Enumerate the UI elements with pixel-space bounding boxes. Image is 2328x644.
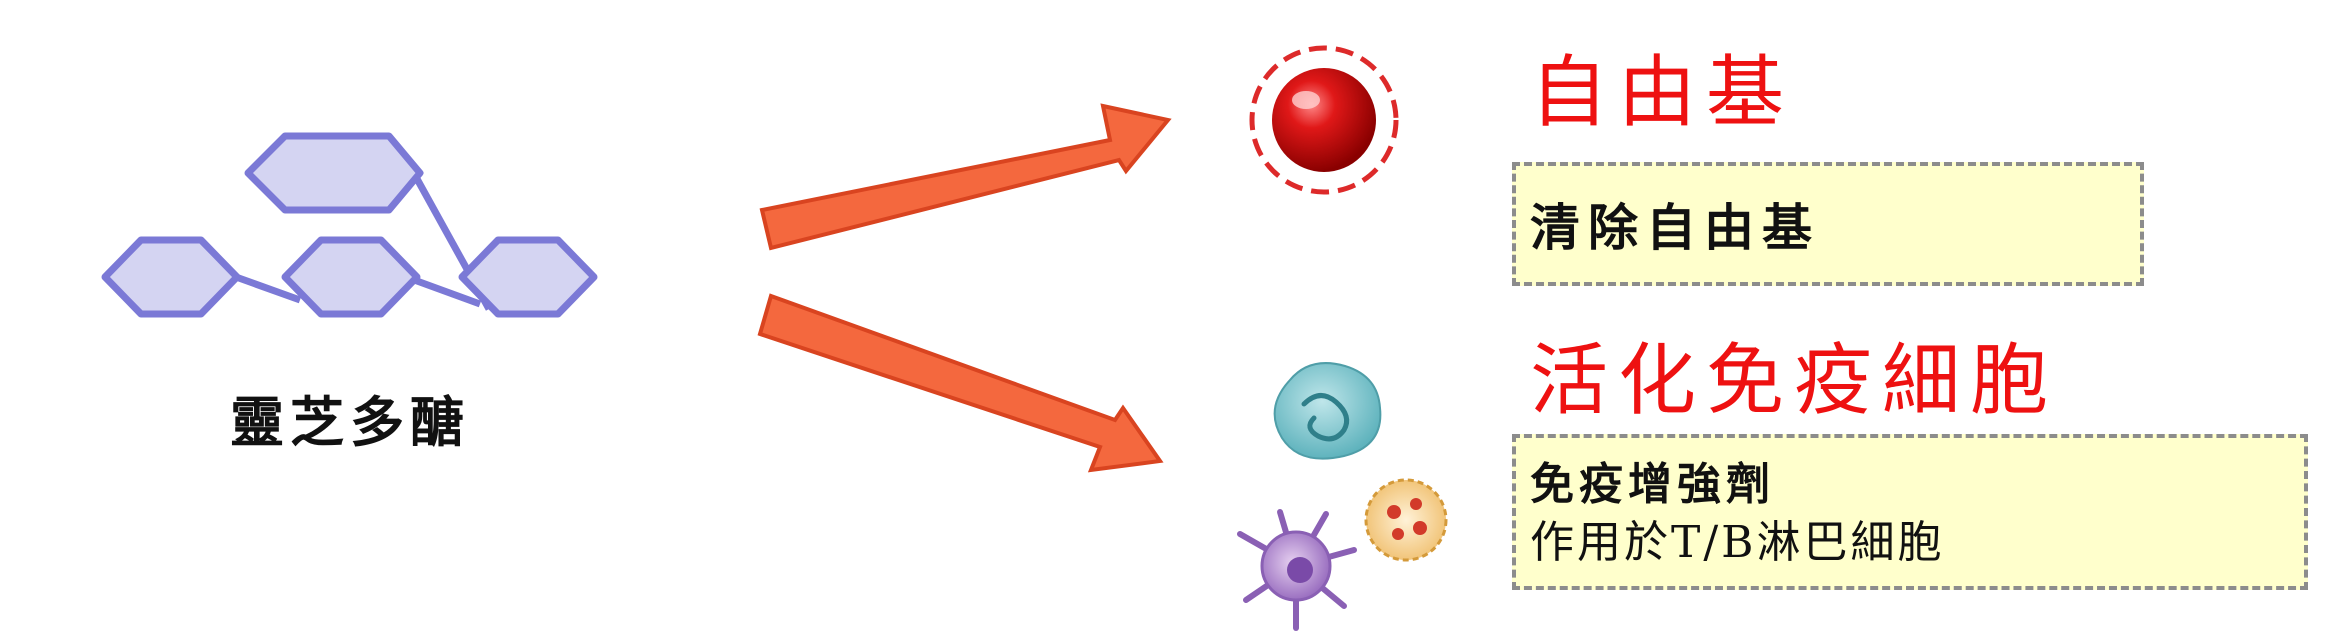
scavenge-box-title: 清除自由基 (1530, 198, 1820, 257)
bond-line (234, 273, 302, 304)
arrow-icon (757, 293, 1164, 473)
bond-line (404, 273, 482, 308)
arrows (757, 103, 1172, 473)
immune-activation-heading: 活化免疫細胞 (1530, 336, 2059, 426)
scavenge-box: 清除自由基 (1512, 162, 2144, 286)
hexagon-icon (281, 236, 421, 318)
arrow-icon (759, 103, 1172, 251)
hexagon-icon (458, 236, 598, 318)
immune-box-subtitle: 作用於T/B淋巴細胞 (1530, 517, 1945, 568)
hexagon-icon (101, 236, 241, 318)
free-radical-icon (1249, 45, 1399, 195)
hexagon-icon (244, 132, 424, 214)
free-radical-heading: 自由基 (1530, 48, 1795, 138)
immune-box-title: 免疫增強劑 (1530, 459, 1775, 510)
immune-box: 免疫增強劑 作用於T/B淋巴細胞 (1512, 434, 2308, 590)
molecule-label: 靈芝多醣 (230, 390, 470, 454)
immune-cell-icon (1237, 362, 1448, 631)
molecule-structure (101, 132, 598, 318)
